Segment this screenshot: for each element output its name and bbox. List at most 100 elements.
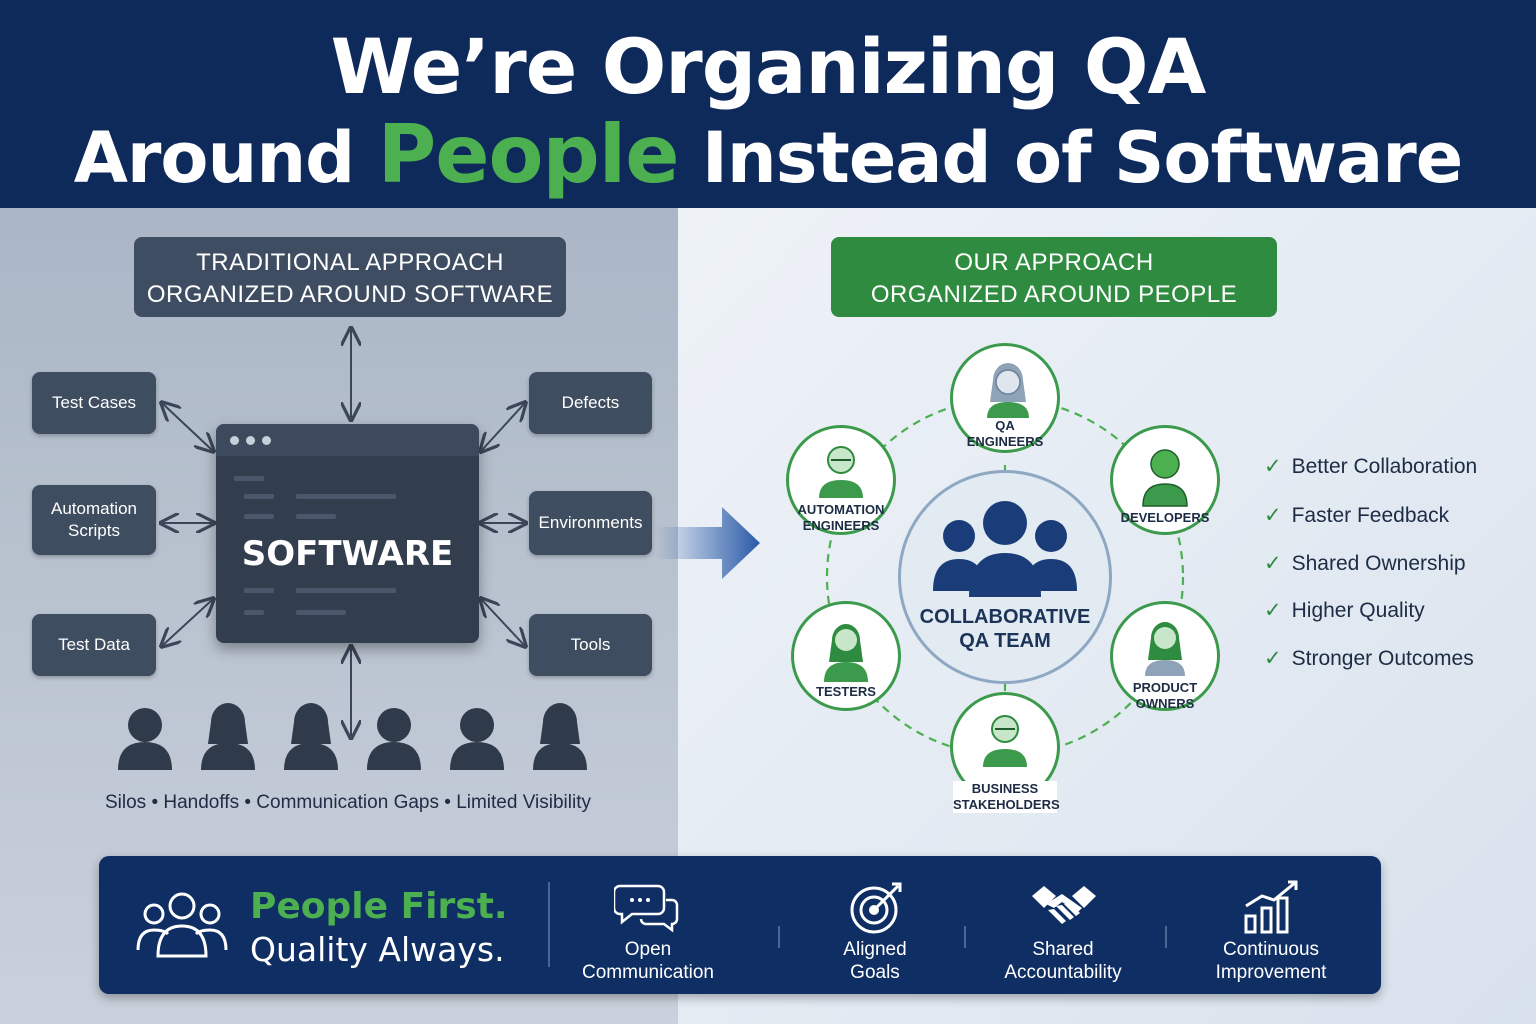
page-title-line2: Around People Instead of Software (0, 108, 1536, 201)
role-label: BUSINESS STAKEHOLDERS (953, 781, 1060, 813)
footer-bar (99, 856, 1381, 994)
footer-divider (1165, 926, 1167, 948)
tools-box: Tools (529, 614, 652, 676)
arrow-test-data (163, 600, 212, 645)
code-line (296, 494, 396, 499)
female-person-icon (987, 363, 1029, 418)
environments-box: Environments (529, 491, 652, 555)
role-label: DEVELOPERS (1120, 510, 1210, 525)
automation-label-line1: Automation (51, 499, 137, 518)
problems-caption: Silos • Handoffs • Communication Gaps • … (104, 792, 591, 813)
footer-item-line1: Shared (1032, 939, 1094, 960)
role-label-line2: STAKEHOLDERS (953, 797, 1060, 812)
title-prefix: Around (73, 117, 356, 199)
our-banner-line1: OUR APPROACH (954, 249, 1154, 276)
software-label: SOFTWARE (241, 534, 454, 574)
role-developers: DEVELOPERS (1110, 425, 1220, 535)
footer-item-open-communication: Open Communication (548, 938, 748, 984)
automation-scripts-box: Automation Scripts (32, 485, 156, 555)
checkmark-icon: ✓ (1264, 503, 1282, 527)
role-label-line1: PRODUCT (1132, 680, 1198, 695)
automation-label-line2: Scripts (68, 521, 120, 540)
team-ring (825, 397, 1185, 757)
checkmark-icon: ✓ (1264, 646, 1282, 670)
role-label: QA ENGINEERS (953, 418, 1057, 450)
handshake-icon (1032, 886, 1096, 924)
person-silhouette-icon (284, 703, 338, 770)
code-line (244, 514, 274, 519)
footer-item-shared-accountability: Shared Accountability (963, 938, 1163, 984)
benefit-item: ✓ Stronger Outcomes (1264, 646, 1474, 671)
role-label-line1: BUSINESS (971, 781, 1039, 796)
code-line (244, 610, 264, 615)
checkmark-icon: ✓ (1264, 454, 1282, 478)
slogan-line1: People First. (250, 886, 508, 927)
benefit-item: ✓ Faster Feedback (1264, 503, 1449, 528)
team-label: COLLABORATIVE QA TEAM (901, 605, 1109, 653)
person-silhouette-icon (450, 708, 504, 770)
role-label: PRODUCT OWNERS (1113, 680, 1217, 712)
traditional-banner: TRADITIONAL APPROACH ORGANIZED AROUND SO… (134, 237, 566, 317)
role-label-line1: QA (995, 418, 1015, 433)
role-label-line2: OWNERS (1135, 696, 1195, 711)
benefit-text: Faster Feedback (1291, 504, 1450, 527)
arrow-tools (482, 600, 524, 645)
footer-item-line1: Aligned (843, 939, 907, 960)
role-label: TESTERS (816, 684, 876, 699)
people-group-icon (136, 892, 228, 958)
arrow-test-cases (163, 404, 212, 450)
benefit-text: Shared Ownership (1291, 552, 1466, 575)
team-group-icon (933, 501, 1077, 597)
footer-item-line2: Improvement (1215, 962, 1327, 983)
footer-item-line2: Accountability (1004, 962, 1122, 983)
male-glasses-person-icon (983, 715, 1027, 767)
benefit-text: Higher Quality (1291, 599, 1425, 622)
male-glasses-person-icon (819, 446, 863, 498)
our-approach-banner: OUR APPROACH ORGANIZED AROUND PEOPLE (831, 237, 1277, 317)
transition-arrow (656, 507, 760, 579)
role-business-stakeholders: BUSINESS STAKEHOLDERS (950, 692, 1060, 813)
benefit-item: ✓ Better Collaboration (1264, 454, 1477, 479)
chat-bubbles-icon (614, 884, 679, 933)
slogan-line2: Quality Always. (250, 930, 505, 969)
male-person-icon (1142, 449, 1188, 507)
software-window: SOFTWARE (216, 424, 479, 643)
person-silhouette-icon (118, 708, 172, 770)
female-person-icon (1145, 622, 1185, 676)
benefit-text: Stronger Outcomes (1291, 647, 1474, 670)
team-label-line2: QA TEAM (959, 630, 1051, 652)
defects-box: Defects (529, 372, 652, 434)
role-automation-engineers: AUTOMATION ENGINEERS (786, 425, 896, 535)
footer-item-aligned-goals: Aligned Goals (775, 938, 975, 984)
arrow-defects (482, 404, 524, 450)
window-dot-icon (230, 436, 239, 445)
growth-chart-icon (1244, 880, 1298, 934)
window-titlebar (216, 424, 479, 456)
checkmark-icon: ✓ (1264, 551, 1282, 575)
title-suffix: Instead of Software (701, 117, 1463, 199)
female-person-icon (824, 624, 868, 682)
header: We’re Organizing QA Around People Instea… (0, 0, 1536, 208)
footer-item-line2: Communication (582, 962, 714, 983)
benefit-text: Better Collaboration (1291, 455, 1478, 478)
code-line (234, 476, 264, 481)
footer-item-line1: Continuous (1222, 939, 1320, 960)
code-line (244, 588, 274, 593)
window-dot-icon (262, 436, 271, 445)
person-silhouette-icon (201, 703, 255, 770)
benefit-item: ✓Higher Quality (1264, 598, 1425, 623)
role-label-line1: AUTOMATION (797, 502, 885, 517)
role-label: AUTOMATION ENGINEERS (789, 502, 893, 534)
role-label-line2: ENGINEERS (802, 518, 880, 533)
footer-divider (964, 926, 966, 948)
collaborative-team-hub: COLLABORATIVE QA TEAM (898, 470, 1112, 684)
code-line (296, 514, 336, 519)
footer-item-line2: Goals (850, 962, 900, 983)
page-title-line1: We’re Organizing QA (330, 22, 1207, 111)
code-line (296, 610, 346, 615)
footer-divider (778, 926, 780, 948)
test-data-box: Test Data (32, 614, 156, 676)
person-silhouette-icon (367, 708, 421, 770)
role-product-owners: PRODUCT OWNERS (1110, 601, 1220, 711)
